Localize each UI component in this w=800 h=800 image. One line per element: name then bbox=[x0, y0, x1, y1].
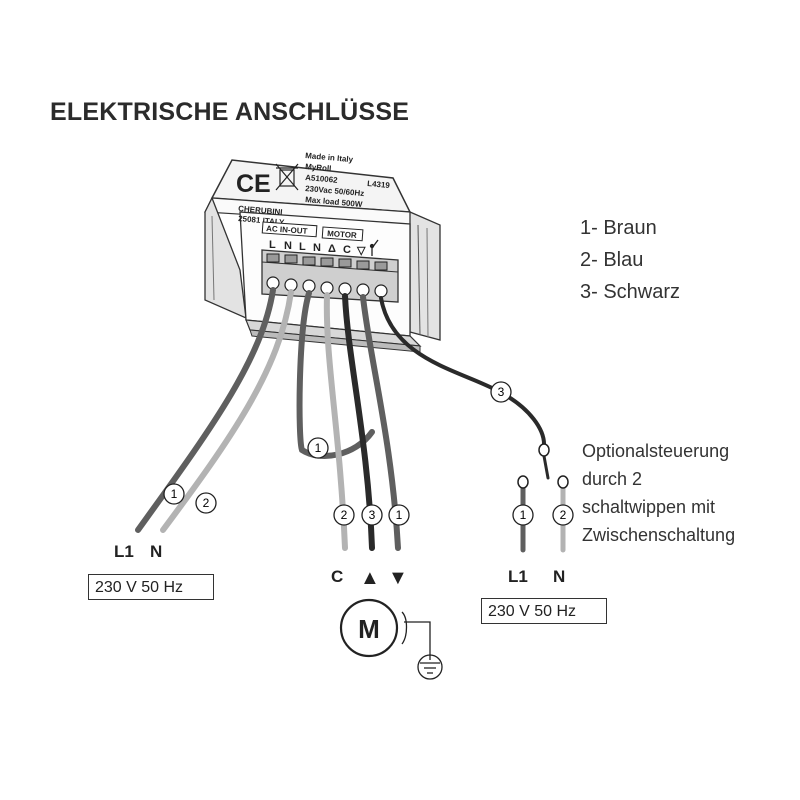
wire-switch bbox=[379, 296, 547, 448]
marker-loop: 1 bbox=[307, 437, 329, 459]
label-motor-up-arrow: ▲ bbox=[360, 567, 380, 589]
legend-item-brown: 1- Braun bbox=[580, 217, 657, 239]
svg-text:1: 1 bbox=[315, 441, 322, 455]
supply-box-left: 230 V 50 Hz bbox=[88, 574, 214, 600]
marker-switch-n: 2 bbox=[552, 504, 574, 526]
terminal-label-up: Δ bbox=[328, 243, 336, 255]
marker-motor-up: 3 bbox=[361, 504, 383, 526]
svg-text:3: 3 bbox=[369, 508, 376, 522]
supply-box-right: 230 V 50 Hz bbox=[481, 598, 607, 624]
page-title: ELEKTRISCHE ANSCHLÜSSE bbox=[50, 98, 410, 126]
label-right-l1: L1 bbox=[508, 567, 528, 586]
color-legend: 1- Braun 2- Blau 3- Schwarz bbox=[580, 212, 680, 308]
wire-markers: 1 2 1 2 3 1 3 1 2 bbox=[163, 381, 574, 526]
marker-motor-down: 1 bbox=[388, 504, 410, 526]
option-line-1: Optionalsteuerung bbox=[582, 441, 730, 461]
motor-label: M bbox=[358, 614, 380, 644]
terminal-label-l1: L bbox=[269, 239, 276, 251]
svg-text:1: 1 bbox=[171, 487, 178, 501]
svg-text:3: 3 bbox=[498, 385, 505, 399]
ce-mark: CE bbox=[236, 170, 271, 198]
ground-icon bbox=[401, 611, 443, 680]
ac-in-out-label: AC IN-OUT bbox=[266, 224, 308, 236]
label-right-n: N bbox=[553, 567, 565, 586]
motor-group-label: MOTOR bbox=[327, 229, 357, 240]
svg-text:2: 2 bbox=[560, 508, 567, 522]
option-line-3: schaltwippen mit bbox=[582, 497, 716, 517]
option-line-4: Zwischenschaltung bbox=[582, 525, 736, 545]
marker-supply-l1: 1 bbox=[163, 483, 185, 505]
label-left-l1: L1 bbox=[114, 542, 134, 561]
svg-text:2: 2 bbox=[341, 508, 348, 522]
marker-switch-l1: 1 bbox=[512, 504, 534, 526]
wire-loop-bridge bbox=[296, 290, 375, 459]
switch-contacts bbox=[517, 443, 569, 489]
brand-text: MyRoll bbox=[305, 162, 332, 173]
terminal-label-n2: N bbox=[313, 242, 321, 254]
optional-control-note: Optionalsteuerung durch 2 schaltwippen m… bbox=[582, 437, 735, 549]
motor-symbol: M bbox=[339, 598, 399, 658]
maker-text: CHERUBINI bbox=[238, 204, 283, 217]
terminal-label-c: C bbox=[343, 244, 351, 256]
model-text: L4319 bbox=[367, 179, 391, 190]
option-line-2: durch 2 bbox=[582, 469, 643, 489]
marker-supply-n: 2 bbox=[195, 492, 217, 514]
terminal-label-l2: L bbox=[299, 241, 306, 253]
legend-item-blue: 2- Blau bbox=[580, 249, 644, 271]
legend-item-black: 3- Schwarz bbox=[580, 281, 681, 303]
label-left-n: N bbox=[150, 542, 162, 561]
svg-text:2: 2 bbox=[203, 496, 210, 510]
wire-supply-n bbox=[160, 289, 294, 533]
marker-motor-c: 2 bbox=[333, 504, 355, 526]
weee-bin-icon bbox=[275, 163, 299, 191]
terminal-label-n1: N bbox=[284, 240, 292, 252]
label-motor-down-arrow: ▼ bbox=[388, 567, 408, 589]
made-in-text: Made in Italy bbox=[305, 151, 354, 164]
switch-lever bbox=[542, 454, 550, 480]
terminal-label-down: ▽ bbox=[356, 245, 366, 257]
switch-symbol-icon bbox=[369, 239, 379, 256]
code-text: A510062 bbox=[305, 173, 339, 185]
svg-text:1: 1 bbox=[520, 508, 527, 522]
control-module: CE Made in Italy MyRoll A510062 L4319 23… bbox=[204, 151, 441, 353]
marker-switch-wire: 3 bbox=[490, 381, 512, 403]
svg-text:1: 1 bbox=[396, 508, 403, 522]
label-motor-c: C bbox=[331, 567, 343, 586]
